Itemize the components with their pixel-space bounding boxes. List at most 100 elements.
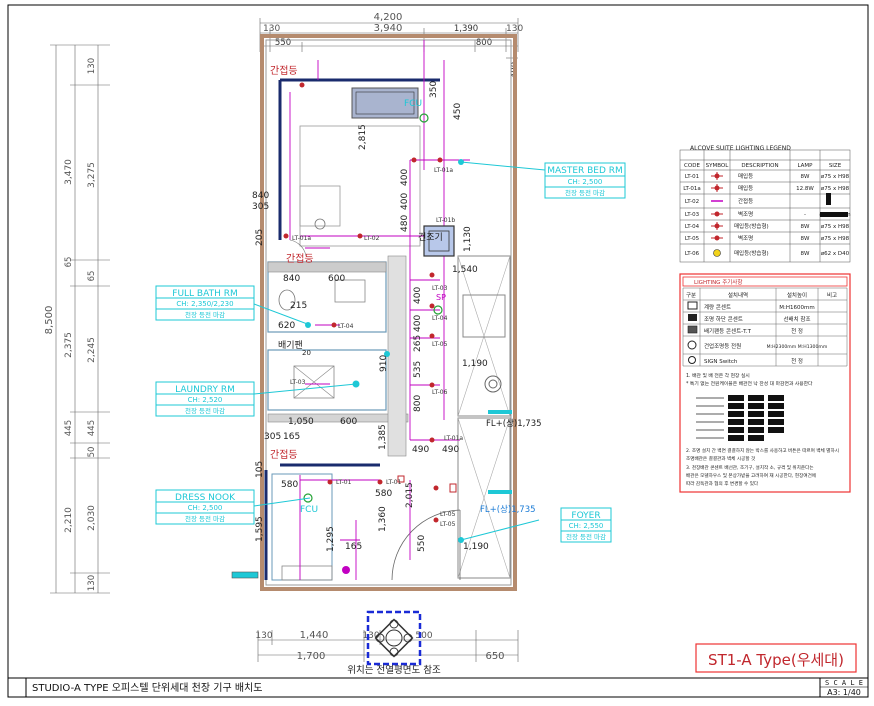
- dim-350: 350: [429, 81, 439, 98]
- dim-1360: 1,360: [378, 506, 388, 532]
- dim-800: 800: [413, 395, 423, 412]
- lt-label-02: LT-02: [364, 235, 380, 242]
- floor-plan: [231, 34, 546, 591]
- legend-desc: 매입등(방습형): [734, 249, 769, 257]
- dim-bot-130b: 130: [362, 631, 379, 641]
- legend-code: LT-03: [685, 212, 700, 218]
- dim-left-65a: 65: [64, 257, 74, 268]
- dim-305b: 305: [264, 432, 281, 442]
- legend-header-lamp: LAMP: [797, 163, 813, 169]
- dim-left-2245: 2,245: [87, 337, 97, 363]
- drawing-title: STUDIO-A TYPE 오피스텔 단위세대 천장 기구 배치도: [32, 681, 262, 694]
- recessed-light-icon: [711, 222, 723, 230]
- dim-600b: 600: [340, 417, 357, 427]
- legend-lamp: 8W: [801, 224, 810, 230]
- legend-title: ALCOVE SUITE LIGHTING LEGEND: [690, 145, 791, 152]
- room-name-bath: FULL BATH RM: [172, 289, 237, 299]
- indirect-light-label-1: 간접등: [270, 65, 298, 77]
- dim-400d: 400: [413, 315, 423, 332]
- legend-code: LT-05: [685, 236, 700, 242]
- scale-label: S C A L E: [825, 679, 863, 687]
- dim-1190b: 1,190: [463, 542, 489, 552]
- dim-top-total: 4,200: [374, 12, 403, 23]
- dim-20: 20: [302, 349, 311, 357]
- plan-labels: 간접등 간접등 간접등 FCU FCU SP 배기팬 건조기 LT-01a LT…: [270, 65, 463, 528]
- dim-left-total: 8,500: [44, 306, 55, 335]
- scale-value: A3: 1/40: [827, 688, 861, 697]
- room-name-laundry: LAUNDRY RM: [175, 385, 235, 395]
- outlet-icon: [688, 314, 697, 321]
- dim-bot-500: 500: [415, 631, 432, 641]
- room-callout-foyer: FOYER CH: 2,550 천장 등전 마감: [560, 507, 612, 543]
- dim-bot-1700: 1,700: [297, 651, 326, 662]
- dim-400b: 400: [400, 193, 410, 210]
- room-note-dress: 천장 등전 마감: [185, 514, 225, 523]
- notes-height: M:H2300mm M:H1300mm: [767, 344, 828, 350]
- dim-top-1390: 1,390: [454, 24, 478, 34]
- dim-490b: 490: [442, 445, 459, 455]
- sheet-border: [7, 4, 869, 698]
- legend-symbols: [711, 172, 848, 257]
- lt-label-04: LT-04: [432, 315, 448, 322]
- dim-2815: 2,815: [358, 124, 368, 150]
- outdoor-unit-label: 건조기: [418, 232, 443, 243]
- room-ch-master: CH: 2,500: [568, 178, 603, 186]
- notes-header: 비고: [827, 291, 837, 299]
- dim-1540: 1,540: [452, 265, 478, 275]
- room-name-foyer: FOYER: [571, 511, 600, 521]
- legend-code: LT-02: [685, 199, 699, 205]
- fcu-label-2: FCU: [300, 505, 318, 515]
- left-dimensions: [50, 44, 110, 594]
- lt-label-05c: LT-05: [440, 521, 456, 528]
- fcu-label-1: FCU: [404, 99, 422, 109]
- lt-label-01a: LT-01a: [434, 167, 453, 174]
- dim-265: 265: [413, 335, 423, 352]
- fan-outlet-icon: [687, 325, 698, 334]
- room-callout-bath: FULL BATH RM CH: 2,350/2,230 천장 등전 마감: [155, 285, 255, 321]
- lighting-legend: [679, 149, 851, 263]
- legend-code: LT-01a: [683, 186, 701, 192]
- dim-215: 215: [290, 301, 307, 311]
- wall-light-size-bar: [820, 212, 848, 217]
- legend-lamp: 12.8W: [796, 186, 814, 192]
- notes-text-line: 1. 배관 및 배 전은 각 현장 실시: [686, 372, 750, 379]
- dim-top-inner: 3,940: [374, 23, 403, 34]
- legend-code: LT-06: [685, 251, 700, 257]
- notes-item: 조명 하단 콘센트: [704, 315, 743, 323]
- dim-1735a: FL+(상)1,735: [486, 418, 542, 429]
- notes-text-line: * 특기 없는 전원케이블은 배관전 낙 잔성 대 마감면과 사용한다: [686, 380, 813, 387]
- dim-1595: 1,595: [255, 516, 265, 542]
- legend-lamp: -: [804, 212, 806, 218]
- legend-size: ø75 x H98: [821, 186, 850, 192]
- dim-910: 910: [379, 355, 389, 372]
- dim-305a: 305: [252, 202, 269, 212]
- notes-height: 천 정: [791, 327, 803, 335]
- notes-symbols: [687, 301, 784, 441]
- lt-label-04b: LT-04: [338, 323, 354, 330]
- exhaust-fan-label: 배기팬: [278, 340, 303, 351]
- legend-header-code: CODE: [684, 163, 700, 169]
- lt-label-05: LT-05: [432, 341, 448, 348]
- room-ch-laundry: CH: 2,520: [188, 396, 223, 404]
- bottom-dimensions: [257, 630, 519, 662]
- dim-400c: 400: [413, 287, 423, 304]
- notes-header: 설치내역: [728, 291, 748, 299]
- dim-165a: 165: [283, 432, 300, 442]
- room-note-bath: 천장 등전 마감: [185, 310, 225, 319]
- dim-1295: 1,295: [326, 526, 336, 552]
- dim-bot-650: 650: [485, 651, 504, 662]
- switch-blocks: [728, 395, 784, 441]
- lt-label-03: LT-03: [432, 285, 448, 292]
- dim-bot-1440: 1,440: [300, 630, 329, 641]
- legend-size: ø75 x H98: [821, 224, 850, 230]
- dim-105: 105: [255, 461, 265, 478]
- room-note-master: 천장 등전 마감: [565, 188, 605, 197]
- dim-left-445a: 445: [64, 420, 74, 436]
- notes-text-line: 2. 조명 설치 간 벽면 결결하지 않는 박스를 사용하고 버튼은 따르며 벽…: [686, 447, 839, 454]
- legend-desc: 매입등(방습형): [734, 222, 769, 230]
- legend-header-description: DESCRIPTION: [741, 163, 778, 169]
- dim-600a: 600: [328, 274, 345, 284]
- dim-580a: 580: [281, 480, 298, 490]
- type-label: ST1-A Type(우세대): [708, 651, 844, 669]
